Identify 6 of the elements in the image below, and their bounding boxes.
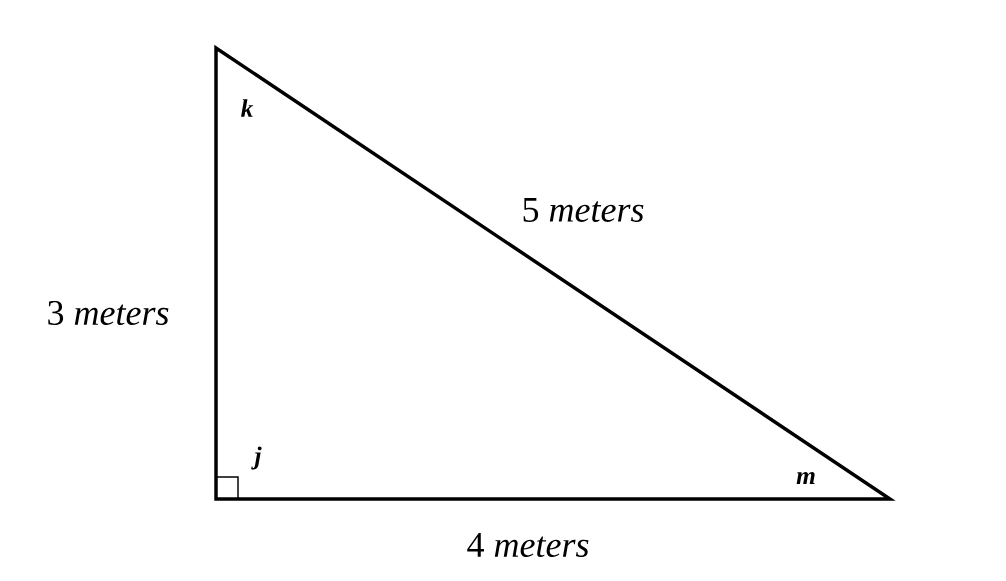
side-length-label: 5 meters (523, 198, 644, 222)
side-length-label: 4 meters (467, 532, 589, 557)
angle-label: k (241, 99, 254, 117)
angle-label: j (251, 446, 262, 470)
side-length-label: 3 meters (48, 300, 169, 326)
angle-label: m (796, 472, 815, 484)
